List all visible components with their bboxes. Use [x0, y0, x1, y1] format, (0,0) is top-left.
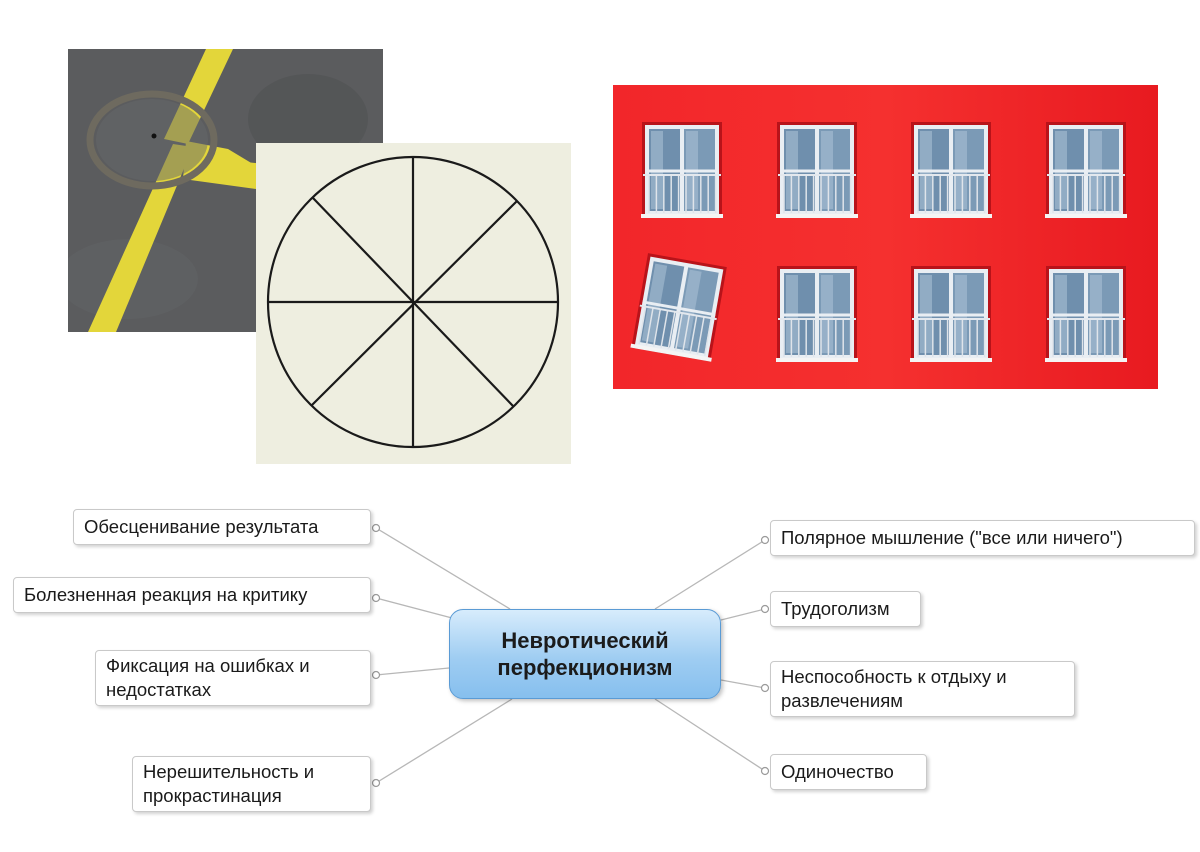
- manhole-ring: [86, 90, 218, 190]
- facade-window: [630, 253, 727, 362]
- branch-inability-to-rest: Неспособность к отдыху и развлечениям: [770, 661, 1075, 717]
- branch-polar-thinking: Полярное мышление ("все или ничего"): [770, 520, 1195, 556]
- branch-devaluing-results: Обесценивание результата: [73, 509, 371, 545]
- facade-window: [910, 122, 992, 218]
- branch-workaholism: Трудоголизм: [770, 591, 921, 627]
- red-facade-photo: [613, 85, 1158, 389]
- yellow-road-line: [88, 144, 193, 332]
- mindmap-center-node: Невротический перфекционизм: [449, 609, 721, 699]
- facade-windows-illustration: [613, 85, 1158, 389]
- facade-window: [776, 266, 858, 362]
- branch-fixation-on-mistakes: Фиксация на ошибках и недостатках: [95, 650, 371, 706]
- facade-window: [910, 266, 992, 362]
- branch-loneliness: Одиночество: [770, 754, 927, 790]
- branch-reaction-to-criticism: Болезненная реакция на критику: [13, 577, 371, 613]
- branch-indecision-procrastination: Нерешительность и прокрастинация: [132, 756, 371, 812]
- facade-window: [1045, 122, 1127, 218]
- facade-window: [776, 122, 858, 218]
- divided-circle-figure: [256, 143, 571, 464]
- facade-window: [1045, 266, 1127, 362]
- facade-window: [641, 122, 723, 218]
- divided-circle-illustration: [256, 143, 571, 464]
